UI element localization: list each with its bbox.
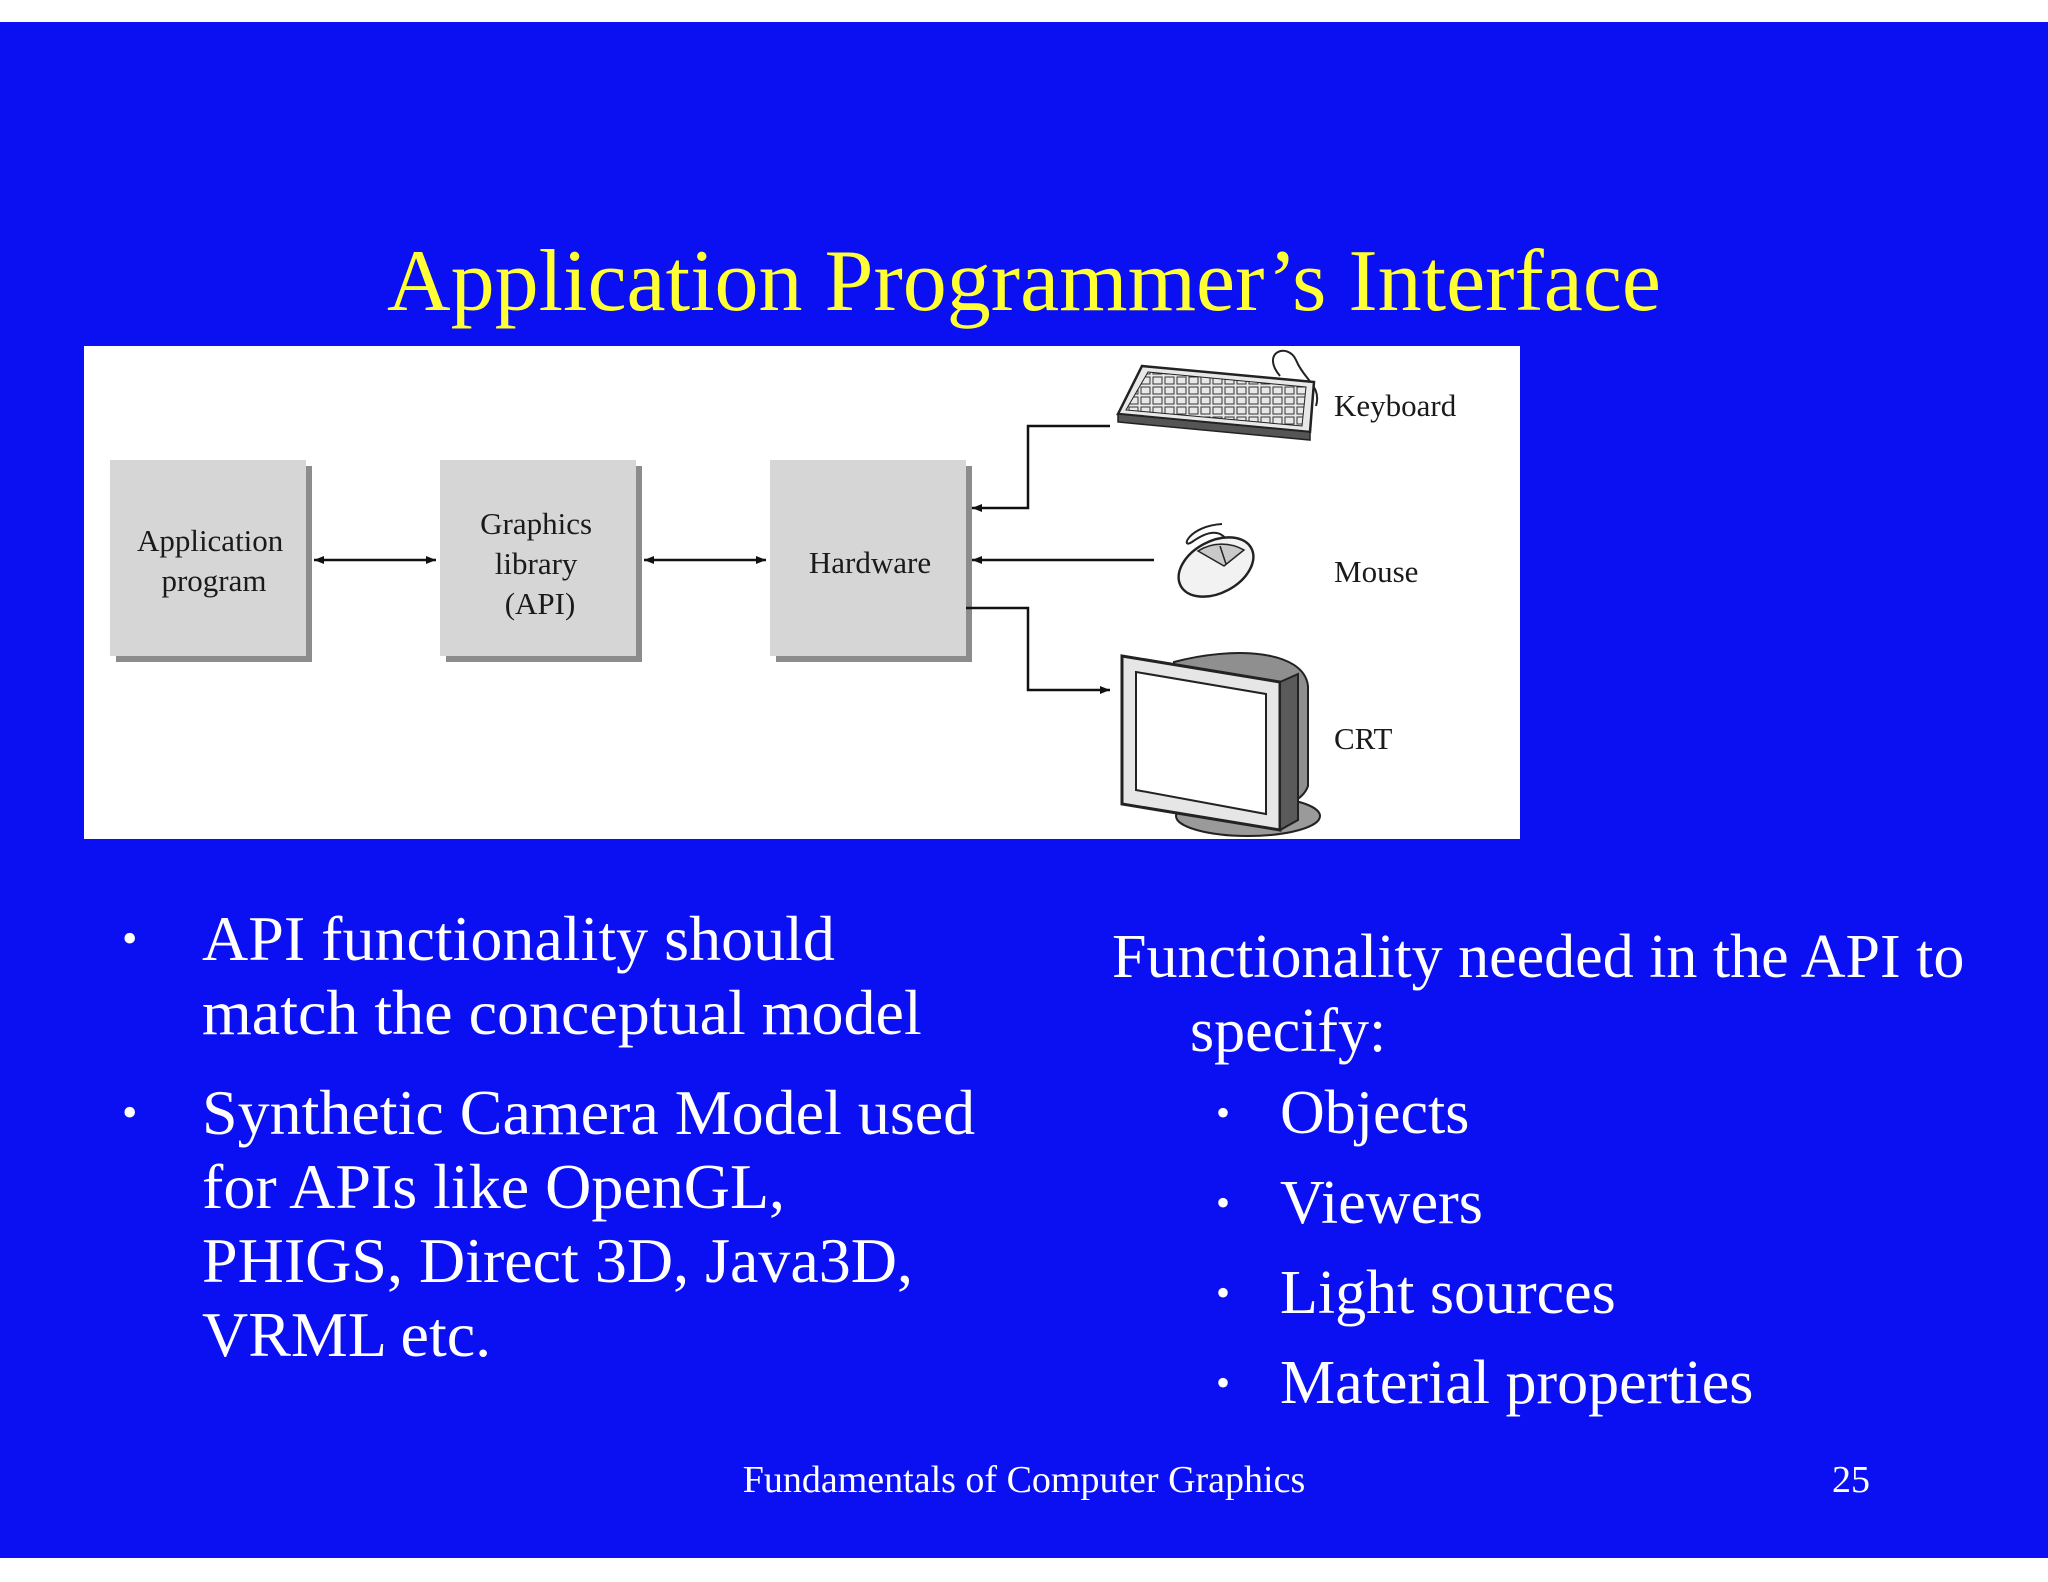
crt-monitor-icon [1120,652,1321,837]
api-diagram: Application program Graphics library (AP… [84,346,1520,839]
svg-text:Application program: Application program [137,523,291,598]
block-label-line: library [495,546,578,581]
bullet-marker: • [1216,1270,1231,1315]
mouse-icon [1177,523,1255,598]
bullet-marker: • [122,914,138,963]
bullet-marker: • [1216,1090,1231,1135]
list-item: • Light sources [1112,1248,2012,1338]
block-label-line: program [161,563,266,598]
device-label: CRT [1334,721,1392,756]
block-label-line: Application [137,523,284,558]
device-label: Keyboard [1334,388,1457,423]
bullet-text: Material properties [1280,1349,1754,1417]
left-bullet-list: • API functionality should match the con… [122,902,982,1398]
page-number: 25 [1832,1459,1870,1501]
bullet-text: Synthetic Camera Model used for APIs lik… [202,1077,976,1370]
block-label-line: (API) [505,586,576,621]
list-item: • Material properties [1112,1338,2012,1428]
block-label-line: Hardware [809,545,931,580]
bullet-text: Viewers [1280,1169,1483,1237]
bullet-text: API functionality should match the conce… [202,903,922,1048]
list-item: • Synthetic Camera Model used for APIs l… [122,1076,982,1372]
api-diagram-svg: Application program Graphics library (AP… [110,349,1457,837]
keyboard-input-arrow [972,424,1110,512]
graphics-library-block: Graphics library (API) [440,460,642,662]
list-item: • Objects [1112,1068,2012,1158]
crt-output-arrow [966,606,1110,694]
list-item: • API functionality should match the con… [122,902,982,1050]
functionality-intro: Functionality needed in the API to speci… [1112,923,1965,1065]
keyboard-icon [1116,349,1319,441]
slide: Application Programmer’s Interface Appli… [0,22,2048,1558]
bullet-text: Objects [1280,1079,1470,1147]
block-label-line: Graphics [480,506,592,541]
application-program-block: Application program [110,460,312,662]
list-item: • Viewers [1112,1158,2012,1248]
svg-text:Graphics library: Graphics library (API) [480,506,600,621]
hardware-block: Hardware [770,460,972,662]
device-label: Mouse [1334,554,1418,589]
bullet-marker: • [122,1088,138,1137]
slide-footer: Fundamentals of Computer Graphics [742,1459,1306,1501]
slide-title: Application Programmer’s Interface [387,233,1661,330]
bullet-text: Light sources [1280,1259,1616,1327]
svg-text:Hardware: Hardware [809,545,931,580]
right-content: Functionality needed in the API to speci… [1112,920,2012,1428]
bullet-marker: • [1216,1180,1231,1225]
bullet-marker: • [1216,1360,1231,1405]
